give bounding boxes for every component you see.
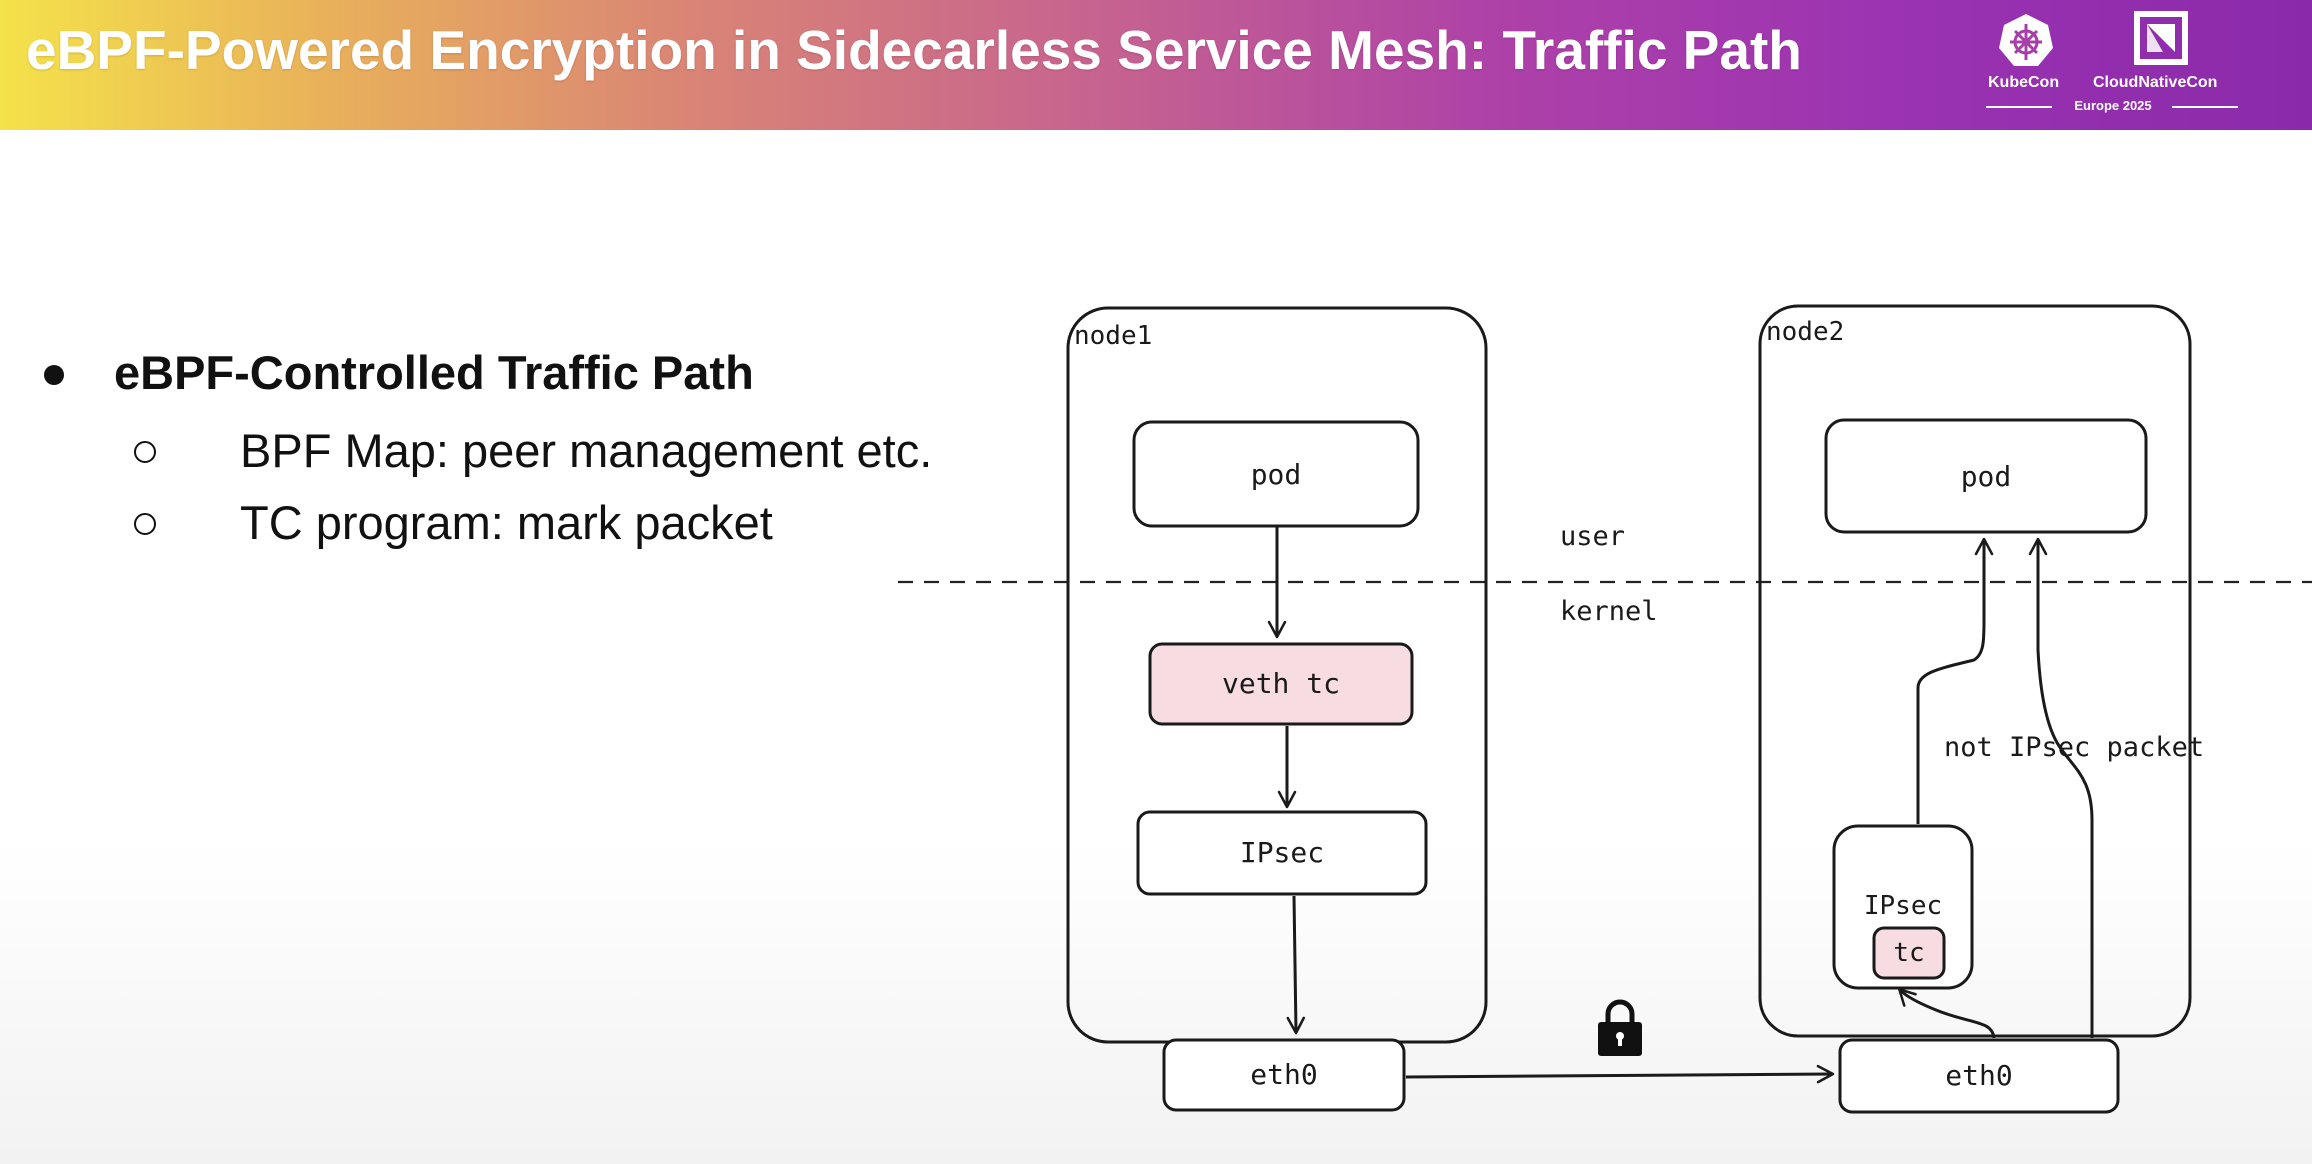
slide-title: eBPF-Powered Encryption in Sidecarless S… <box>26 19 1802 81</box>
arrow-eth0-to-ipsec <box>1898 988 1996 1039</box>
bullet-ring-icon <box>134 441 156 463</box>
bullet-sub-text: TC program: mark packet <box>240 496 773 549</box>
node1-pod-box <box>1132 420 1420 528</box>
node2-pod-label: pod <box>1961 460 2012 493</box>
event-label: Europe 2025 <box>2074 98 2152 113</box>
node1-ipsec-box <box>1136 810 1428 896</box>
node2-pod-box <box>1824 418 2148 534</box>
node1: node1 pod veth tc IPsec eth0 <box>1066 306 1488 1112</box>
node1-ipsec-label: IPsec <box>1240 836 1324 869</box>
node1-veth-tc-box <box>1148 642 1414 726</box>
node1-eth0-box <box>1162 1038 1406 1112</box>
title-banner: eBPF-Powered Encryption in Sidecarless S… <box>0 0 2312 130</box>
node2: node2 pod IPsec tc eth0 not IPsec packet <box>1758 304 2204 1114</box>
node2-tc-box <box>1872 926 1946 980</box>
arrow-ipsec-to-pod <box>1916 537 1994 824</box>
cloudnativecon-label: CloudNativeCon <box>2093 74 2218 91</box>
bullet-main-text: eBPF-Controlled Traffic Path <box>114 346 754 399</box>
node1-eth0-label: eth0 <box>1250 1058 1317 1091</box>
node2-eth0-box <box>1838 1038 2120 1114</box>
logo-divider-left <box>1986 106 2052 108</box>
bullet-dot-icon <box>44 365 64 385</box>
node2-eth0-label: eth0 <box>1945 1059 2012 1092</box>
node2-label: node2 <box>1766 317 1844 347</box>
arrow-eth0-to-pod-bypass <box>2028 537 2094 1038</box>
bullet-sub-text: BPF Map: peer management etc. <box>240 424 933 477</box>
layer-user-label: user <box>1560 521 1625 552</box>
node1-label: node1 <box>1074 321 1152 351</box>
node2-ipsec-label: IPsec <box>1864 891 1942 921</box>
node2-tc-label: tc <box>1893 938 1924 968</box>
arrow-ipsec-to-eth0 <box>1286 895 1306 1035</box>
kubecon-icon <box>1999 14 2053 66</box>
node2-frame <box>1758 304 2192 1038</box>
node1-pod-label: pod <box>1251 458 1302 491</box>
kubecon-label: KubeCon <box>1988 74 2060 91</box>
node1-veth-tc-label: veth tc <box>1222 667 1340 700</box>
arrow-eth0-to-eth0 <box>1405 1064 1835 1084</box>
logo-divider-right <box>2172 106 2238 108</box>
lock-icon <box>1598 999 1642 1056</box>
layer-kernel-label: kernel <box>1560 596 1658 627</box>
bullet-ring-icon <box>134 513 156 535</box>
cloudnativecon-icon <box>2134 11 2188 65</box>
not-ipsec-packet-label: not IPsec packet <box>1944 732 2204 763</box>
